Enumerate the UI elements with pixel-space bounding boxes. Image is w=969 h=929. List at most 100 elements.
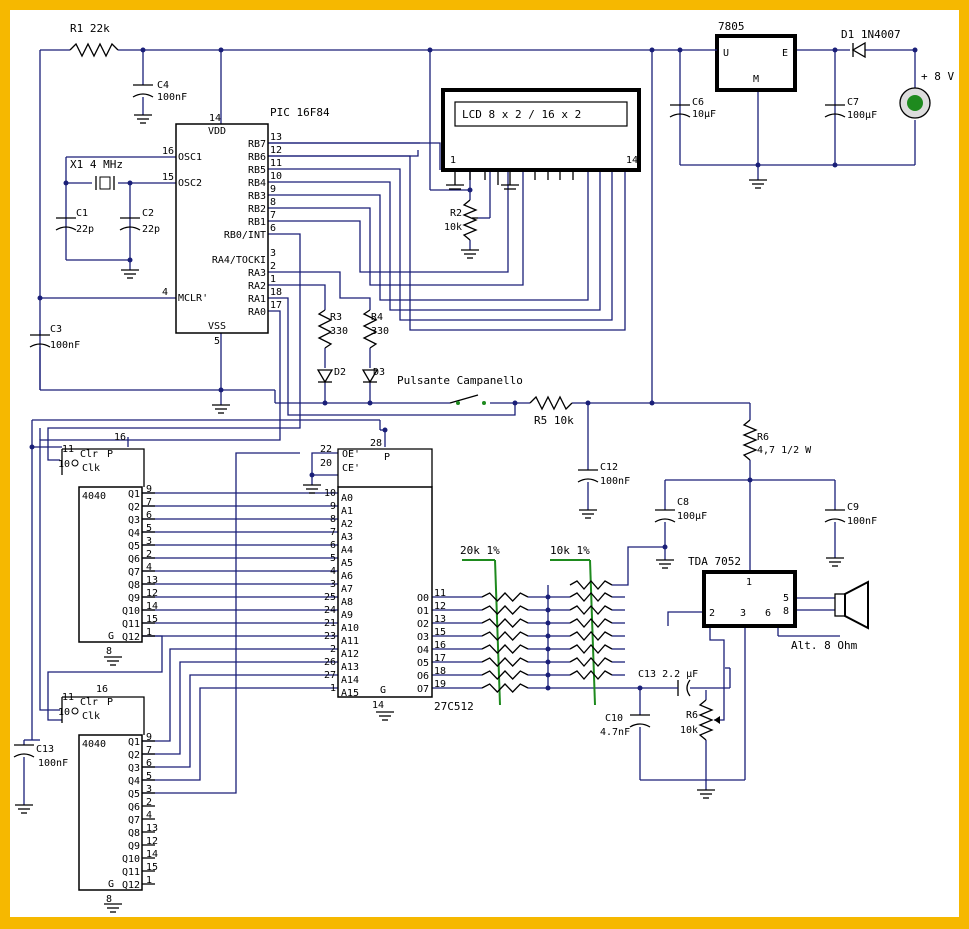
pic-left-pin-num: 16 (162, 146, 174, 157)
counter-output-pin: 15 (146, 862, 158, 873)
eprom-addr-name: A1 (341, 506, 353, 517)
c3-value: 100nF (50, 340, 80, 351)
eprom-addr-name: A14 (341, 675, 359, 686)
eprom-addr-name: A10 (341, 623, 359, 634)
eprom-addr-pin: 4 (330, 566, 336, 577)
counter-output-name: Q1 (128, 737, 140, 748)
eprom-title: 27C512 (434, 700, 474, 713)
ladder-resistor (481, 631, 529, 641)
d2-label: D2 (334, 367, 346, 378)
eprom-pin-28: 28 (370, 438, 382, 449)
counter-output-pin: 9 (146, 732, 152, 743)
pic-right-pin-name: RB2 (248, 204, 266, 215)
eprom-addr-name: A12 (341, 649, 359, 660)
pic-right-pin-num: 10 (270, 171, 282, 182)
eprom-addr-name: A11 (341, 636, 359, 647)
cnt2-pin-11: 11 (62, 692, 74, 703)
crystal-x1: X1 4 MHz (70, 158, 123, 190)
resistor-r6-power: R6 4,7 1/2 W (742, 419, 812, 461)
counter-output-name: Q8 (128, 828, 140, 839)
c4-value: 100nF (157, 92, 187, 103)
counter-output-pin: 1 (146, 627, 152, 638)
amp-title: TDA 7052 (688, 555, 741, 568)
counter-output-name: Q8 (128, 580, 140, 591)
eprom-addr-pin: 9 (330, 501, 336, 512)
counter-output-pin: 12 (146, 588, 158, 599)
counter-output-pin: 3 (146, 784, 152, 795)
r1-label: R1 22k (70, 22, 110, 35)
eprom-out-pin: 15 (434, 627, 446, 638)
eprom-out-pin: 11 (434, 588, 446, 599)
c10-value: 4.7nF (600, 727, 630, 738)
pic-right-pin-name: RB7 (248, 139, 266, 150)
resistor-network-10k: 10k 1% (550, 544, 613, 706)
d1-label: D1 1N4007 (841, 28, 901, 41)
capacitor-c3: C3 100nF (29, 324, 80, 390)
amp-pin-8: 8 (783, 606, 789, 617)
c1-value: 22p (76, 224, 94, 235)
pic-right-pin-name: RB1 (248, 217, 266, 228)
ladder-resistor (569, 631, 613, 641)
reg-title: 7805 (718, 20, 745, 33)
eprom-out-pin: 19 (434, 679, 446, 690)
eprom-out-pin: 18 (434, 666, 446, 677)
speaker-label: Alt. 8 Ohm (791, 639, 858, 652)
counter-output-name: Q9 (128, 593, 140, 604)
ladder-resistor (481, 592, 529, 602)
cnt2-clk: Clk (82, 711, 100, 722)
eprom-out-name: O5 (417, 658, 429, 669)
r4-value: 330 (371, 326, 389, 337)
pic-pin-5: 5 (214, 336, 220, 347)
pic-vdd: VDD (208, 126, 226, 137)
pic-left-pin-name: OSC2 (178, 178, 202, 189)
eprom-addr-pin: 6 (330, 540, 336, 551)
pic-right-pin-name: RB6 (248, 152, 266, 163)
c2-label: C2 (142, 208, 154, 219)
eprom-out-name: O6 (417, 671, 429, 682)
ladder-resistor (569, 644, 613, 654)
pic-right-pin-num: 12 (270, 145, 282, 156)
counter-output-pin: 3 (146, 536, 152, 547)
wires (23, 49, 916, 805)
c13b-label: C13 2.2 µF (638, 669, 698, 680)
ladder-resistor (569, 592, 613, 602)
eprom-addr-name: A0 (341, 493, 353, 504)
cnt1-pin-11: 11 (62, 444, 74, 455)
resistor-r3: R3 330 (317, 309, 348, 349)
pic-right-pin-name: RB4 (248, 178, 266, 189)
cnt2-pin-16: 16 (96, 684, 108, 695)
ground-pic (212, 404, 230, 414)
pic-left-pin-name: MCLR' (178, 293, 208, 304)
counter-output-name: Q12 (122, 880, 140, 891)
ladder-resistor (481, 605, 529, 615)
counter-output-pin: 4 (146, 810, 152, 821)
ladder-resistor (569, 670, 613, 680)
pic-right-pin-num: 18 (270, 287, 282, 298)
c8-value: 100µF (677, 511, 707, 522)
eprom-addr-name: A4 (341, 545, 353, 556)
eprom-addr-pin: 25 (324, 592, 336, 603)
counter-output-name: Q7 (128, 567, 140, 578)
eprom-addr-pin: 10 (324, 488, 336, 499)
eprom-addr-name: A13 (341, 662, 359, 673)
counter-output-pin: 7 (146, 497, 152, 508)
eprom-p: P (384, 452, 390, 463)
r3-label: R3 (330, 312, 342, 323)
eprom-addr-name: A9 (341, 610, 353, 621)
counter-output-pin: 2 (146, 797, 152, 808)
ladder-resistor (481, 670, 529, 680)
resistor-r5: R5 10k (529, 395, 574, 427)
ladder-resistor (481, 618, 529, 628)
trimmer-r2: R2 10k (444, 199, 479, 259)
capacitor-c9: C9 100nF (824, 502, 877, 567)
counter-output-pin: 15 (146, 614, 158, 625)
potentiometer-r6: R6 10k (680, 699, 720, 799)
counter-output-name: Q12 (122, 632, 140, 643)
pic-vss: VSS (208, 321, 226, 332)
cnt1-p: P (107, 449, 113, 460)
c4-label: C4 (157, 80, 169, 91)
c10-label: C10 (605, 713, 623, 724)
r6a-value: 4,7 1/2 W (757, 445, 812, 456)
counter-output-name: Q3 (128, 763, 140, 774)
